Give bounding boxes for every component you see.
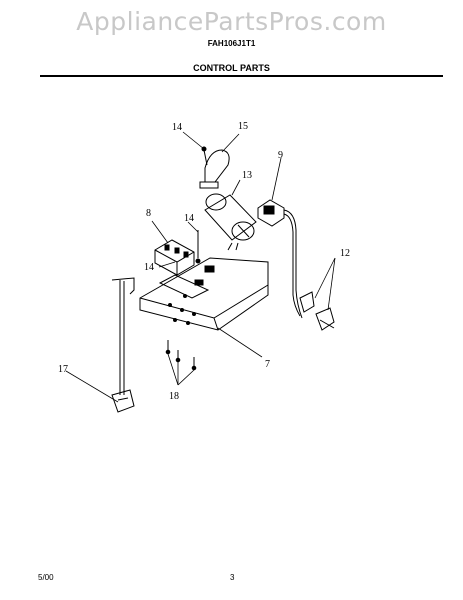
callout-7: 7 xyxy=(265,359,270,370)
callout-14-low: 14 xyxy=(144,262,154,273)
footer-date: 5/00 xyxy=(38,573,54,582)
callout-12: 12 xyxy=(340,248,350,259)
header-rule xyxy=(40,75,443,77)
sensor-clip-part xyxy=(299,291,335,331)
callout-14-top: 14 xyxy=(172,122,182,133)
mounting-screws-part xyxy=(165,340,197,371)
power-cord-part xyxy=(111,277,135,413)
watermark: AppliancePartsPros.com xyxy=(76,7,387,36)
thermostat-part xyxy=(257,199,303,319)
callout-8: 8 xyxy=(146,208,151,219)
section-title: CONTROL PARTS xyxy=(193,63,270,73)
capacitor-part xyxy=(204,193,257,251)
callout-17: 17 xyxy=(58,364,68,375)
callout-18: 18 xyxy=(169,391,179,402)
control-bracket-part xyxy=(139,257,269,331)
clip-bracket-part xyxy=(199,149,230,189)
selector-switch-part xyxy=(154,239,195,276)
page-number: 3 xyxy=(230,573,235,582)
screw-part-mid xyxy=(195,230,201,264)
callout-9: 9 xyxy=(278,150,283,161)
model-number: FAH106J1T1 xyxy=(207,39,256,48)
callout-14-mid: 14 xyxy=(184,213,194,224)
leader-lines xyxy=(65,131,336,403)
screw-part-top xyxy=(201,146,208,166)
callout-13: 13 xyxy=(242,170,252,181)
callout-15: 15 xyxy=(238,121,248,132)
